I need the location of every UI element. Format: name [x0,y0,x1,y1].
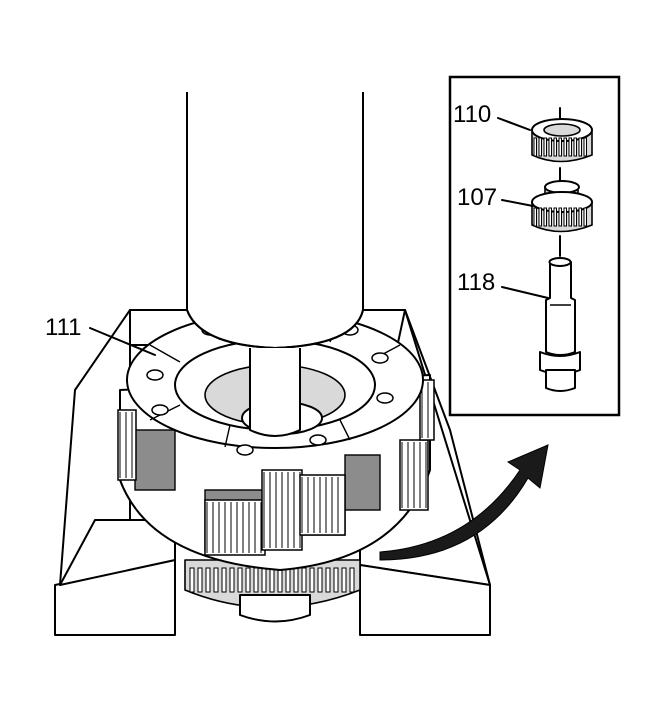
callout-label-110: 110 [453,101,491,128]
gear-tooth [205,567,211,593]
gear-tooth [553,207,557,227]
callout-110: 110 [453,101,531,131]
gear-tooth [277,567,283,593]
callout-107: 107 [457,184,534,211]
gear-tooth [583,207,587,227]
gear-tooth [237,567,243,593]
leader-line-111 [89,327,156,356]
gear-tooth [197,567,203,593]
part-107-gear [531,167,593,257]
gear-tooth [543,207,547,227]
flange-slot [371,352,389,364]
gear-tooth [548,207,552,227]
part-110-gear [531,107,593,163]
callout-label-111: 111 [45,314,81,341]
gear-tooth [261,567,267,593]
pinion-gear [261,469,303,551]
gear-tooth [333,567,339,593]
inset-detail-box: 110 107 118 [448,75,621,417]
flange-slot [151,404,169,416]
gear-tooth [533,207,537,227]
callout-label-118: 118 [457,269,495,296]
gear-tooth [543,137,547,157]
flange-slot [309,434,327,446]
gear-tooth [325,567,331,593]
press-ram [186,92,364,437]
leader-line-110 [497,117,531,131]
gear-tooth [349,567,355,593]
gear-tooth [301,567,307,593]
callout-118: 118 [457,269,549,299]
gear-tooth [563,137,567,157]
callout-label-107: 107 [457,184,497,211]
gear-tooth [285,567,291,593]
gear-tooth [317,567,323,593]
part-118-shaft [539,257,581,392]
gear-tooth [568,207,572,227]
flange-slot [236,444,254,456]
gear-tooth [341,567,347,593]
gear-tooth [558,137,562,157]
pinion-gear [299,474,346,536]
gear-tooth [563,207,567,227]
gear-tooth [578,207,582,227]
gear-tooth [548,137,552,157]
gear-tooth [533,137,537,157]
gear-tooth [229,567,235,593]
gear-tooth [553,137,557,157]
gear-tooth [583,137,587,157]
gear-tooth [253,567,259,593]
gear-tooth [578,137,582,157]
leader-line-107 [501,199,534,207]
gear-tooth [221,567,227,593]
callout-111: 111 [45,314,156,356]
flange-slot [376,392,394,404]
arrow-to-inset [379,444,549,561]
lower-output-gear [184,559,361,623]
gear-tooth [573,207,577,227]
pinion-gear [204,499,266,556]
gear-tooth [538,137,542,157]
gear-tooth [269,567,275,593]
leader-line-118 [501,286,549,299]
gear-tooth [309,567,315,593]
gear-tooth [213,567,219,593]
gear-tooth [293,567,299,593]
gear-tooth [538,207,542,227]
gear-tooth [189,567,195,593]
pinion-gear [117,409,137,481]
pinion-gear [399,439,429,511]
gear-tooth [568,137,572,157]
gear-tooth [558,207,562,227]
gear-tooth [573,137,577,157]
gear-tooth [245,567,251,593]
flange-slot [146,369,164,381]
